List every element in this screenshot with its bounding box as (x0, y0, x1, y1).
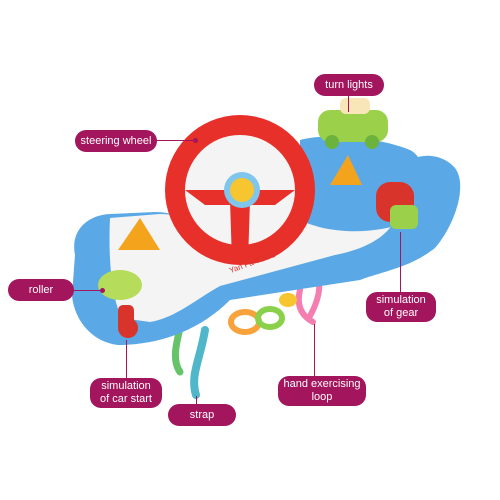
gear-shifter (376, 182, 418, 229)
simulation-of-gear-leader (400, 232, 401, 292)
steering-wheel (165, 115, 315, 265)
hand-exercising-loop-leader (314, 324, 315, 376)
simulation-of-car-start-text-line1: simulation (101, 380, 151, 392)
steering-wheel-text: steering wheel (80, 134, 152, 147)
car-start-key (118, 305, 138, 338)
turn-lights-text: turn lights (325, 78, 373, 91)
hand-exercising-loop-text-line1: hand exercising (283, 378, 361, 390)
roller-label: roller (8, 279, 74, 301)
strap-leader (196, 396, 197, 404)
hand-exercising-loop-label: hand exercising loop (278, 376, 366, 406)
simulation-of-car-start-text-line2: of car start (100, 393, 152, 405)
simulation-of-car-start-label: simulation of car start (90, 378, 162, 408)
roller-dot (100, 288, 105, 293)
strap (171, 324, 209, 399)
simulation-of-gear-text-line1: simulation (376, 294, 426, 306)
roller-leader (74, 290, 102, 291)
roller (98, 270, 142, 300)
steering-wheel-leader (157, 140, 195, 141)
turn-lights-car (318, 98, 388, 149)
strap-label: strap (168, 404, 236, 426)
turn-lights-label: turn lights (314, 74, 384, 96)
turn-lights-leader (348, 96, 349, 112)
simulation-of-gear-label: simulation of gear (366, 292, 436, 322)
steering-wheel-dot (193, 138, 198, 143)
steering-wheel-label: steering wheel (75, 130, 157, 152)
strap-text: strap (189, 408, 215, 421)
hand-exercising-loop-text-line2: loop (311, 391, 333, 403)
roller-text: roller (28, 283, 54, 296)
simulation-of-car-start-leader (126, 340, 127, 378)
simulation-of-gear-text-line2: of gear (383, 307, 419, 319)
